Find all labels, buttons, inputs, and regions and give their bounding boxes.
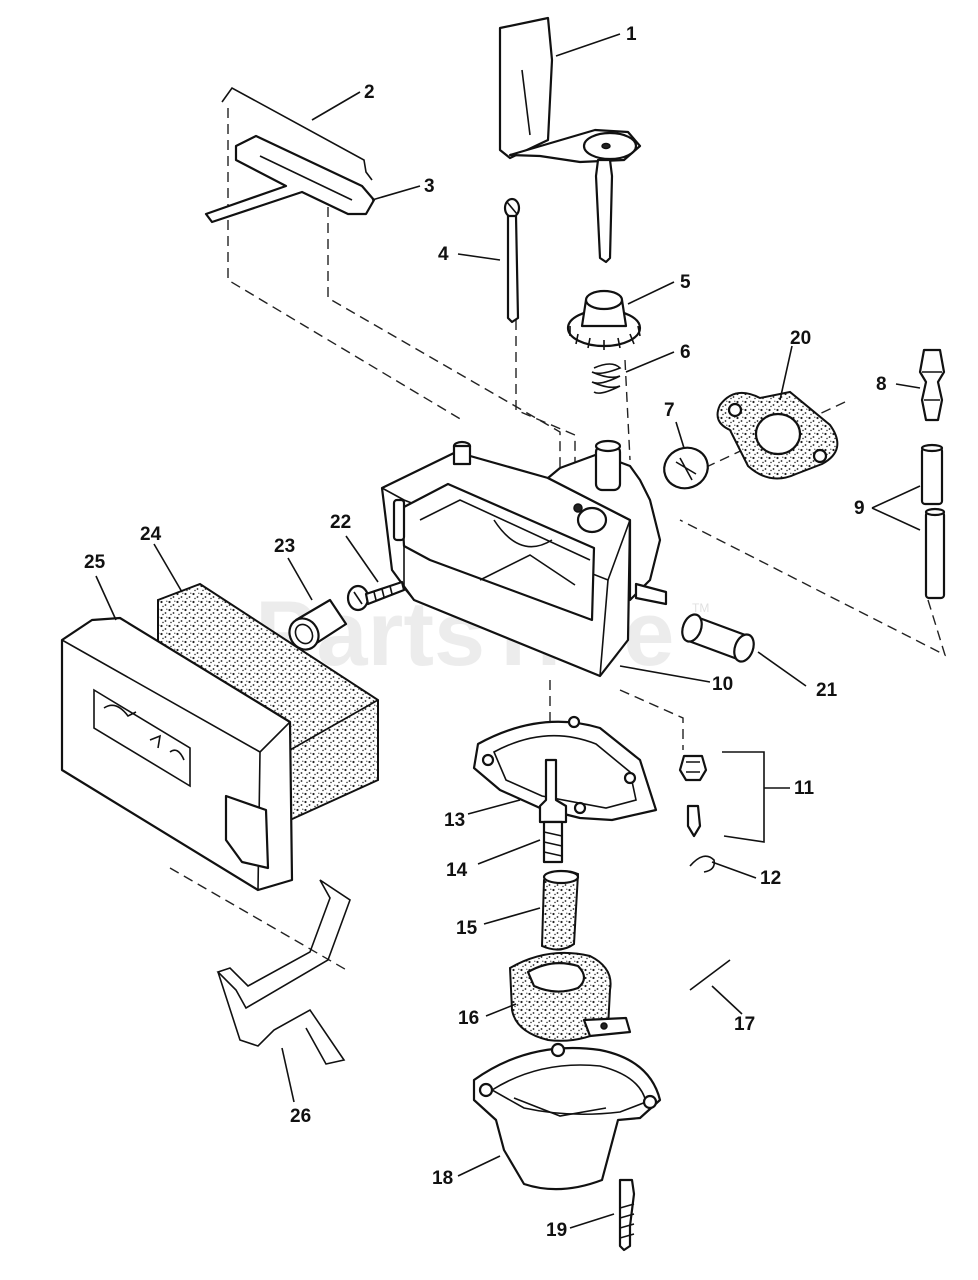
callout-8: 8 — [876, 374, 887, 395]
callout-23: 23 — [274, 536, 295, 557]
callout-22: 22 — [330, 512, 351, 533]
part-11-needle-seat — [678, 754, 708, 838]
part-22-screw — [346, 580, 406, 612]
part-18-float-bowl — [472, 1042, 662, 1191]
part-6-spring — [591, 363, 622, 394]
part-9-tubes — [920, 443, 946, 600]
part-20-gasket — [716, 390, 839, 480]
callout-19: 19 — [546, 1220, 567, 1241]
callout-1: 1 — [626, 24, 637, 45]
callout-labels: 1 2 3 4 5 6 7 8 9 10 11 12 13 14 15 16 1… — [84, 24, 887, 1241]
part-1-lever — [498, 16, 642, 264]
alignment-lines — [169, 108, 947, 973]
part-4-needle-screw — [503, 197, 521, 324]
callout-2: 2 — [364, 82, 375, 103]
callout-11: 11 — [794, 778, 815, 799]
callout-7: 7 — [664, 400, 675, 421]
part-25-cover — [60, 616, 294, 892]
callout-24: 24 — [140, 524, 162, 545]
part-14-nozzle — [538, 758, 568, 864]
callout-10: 10 — [712, 674, 733, 695]
callout-3: 3 — [424, 176, 435, 197]
callout-20: 20 — [790, 328, 811, 349]
part-16-float — [508, 951, 632, 1042]
callout-21: 21 — [816, 680, 838, 701]
part-23-bushing — [288, 598, 348, 651]
part-12-clip — [689, 855, 716, 873]
callout-16: 16 — [458, 1008, 479, 1029]
callout-17: 17 — [734, 1014, 755, 1035]
leader-lines — [95, 33, 921, 1229]
part-5-gear-knob — [566, 289, 642, 350]
part-8-fitting — [918, 348, 946, 422]
watermark-trademark: TM — [692, 601, 709, 615]
part-26-bail-wire — [216, 879, 351, 1065]
part-21-tube — [681, 613, 755, 663]
callout-13: 13 — [444, 810, 465, 831]
part-2-wire-link — [221, 86, 373, 181]
part-15-screen — [540, 869, 580, 951]
callout-9: 9 — [854, 498, 865, 519]
callout-4: 4 — [438, 244, 449, 265]
callout-15: 15 — [456, 918, 478, 939]
callout-25: 25 — [84, 552, 106, 573]
callout-14: 14 — [446, 860, 468, 881]
callout-6: 6 — [680, 342, 691, 363]
callout-18: 18 — [432, 1168, 453, 1189]
part-3-bracket — [204, 134, 376, 224]
callout-5: 5 — [680, 272, 691, 293]
part-10-carburetor-body — [380, 439, 668, 678]
part-19-screw — [618, 1178, 636, 1252]
part-7-valve-disc — [663, 446, 709, 490]
callout-12: 12 — [760, 868, 781, 889]
callout-26: 26 — [290, 1106, 311, 1127]
part-17-pin — [689, 959, 731, 991]
